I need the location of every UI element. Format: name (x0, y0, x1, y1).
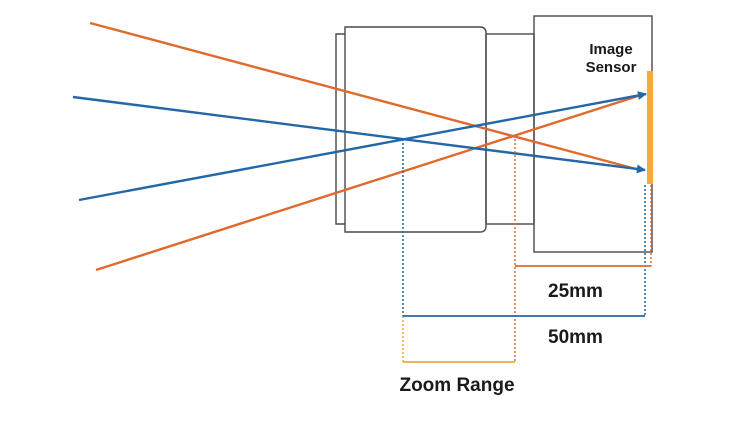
orange-ray-lower (95, 93, 642, 272)
orange-ray-upper (89, 21, 641, 172)
image-sensor-label-line2: Sensor (586, 59, 637, 76)
image-sensor-label-line1: Image (589, 41, 632, 58)
zoom-range-label: Zoom Range (399, 375, 514, 396)
blue-ray-lower (78, 91, 647, 202)
dimension-25mm-label: 25mm (548, 281, 603, 302)
light-rays (72, 21, 647, 272)
image-sensor (647, 71, 653, 184)
guide-lines (402, 135, 652, 362)
dimension-50mm-label: 50mm (548, 327, 603, 348)
lens-barrel (335, 26, 535, 233)
blue-ray-upper (72, 95, 646, 174)
